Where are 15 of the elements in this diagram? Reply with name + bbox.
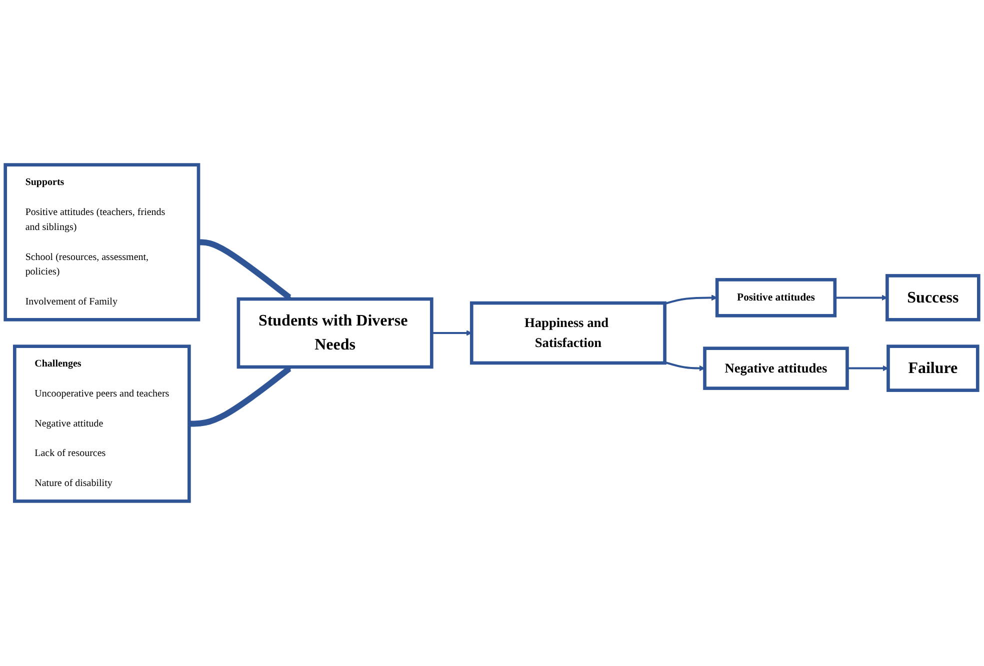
arrow	[664, 294, 718, 305]
arrow	[847, 365, 888, 372]
node-box: Success	[886, 274, 980, 322]
arrow	[664, 361, 706, 372]
node-box: Supports Positive attitudes (teachers, friends and siblings) School (resources, assessment, policies) Involvement of Family	[4, 163, 200, 322]
node-box: Challenges Uncooperative peers and teachers Negative attitude Lack of resources Nature of disability	[13, 344, 191, 503]
node-box: Happiness and Satisfaction	[470, 301, 666, 365]
node-box: Negative attitudes	[703, 346, 849, 390]
arrow	[834, 294, 888, 301]
arrow	[198, 239, 292, 300]
arrow	[432, 330, 472, 336]
node-box: Positive attitudes	[715, 278, 837, 318]
node-box: Failure	[886, 344, 980, 392]
arrow	[189, 366, 292, 427]
node-box: Students with Diverse Needs	[236, 297, 434, 369]
